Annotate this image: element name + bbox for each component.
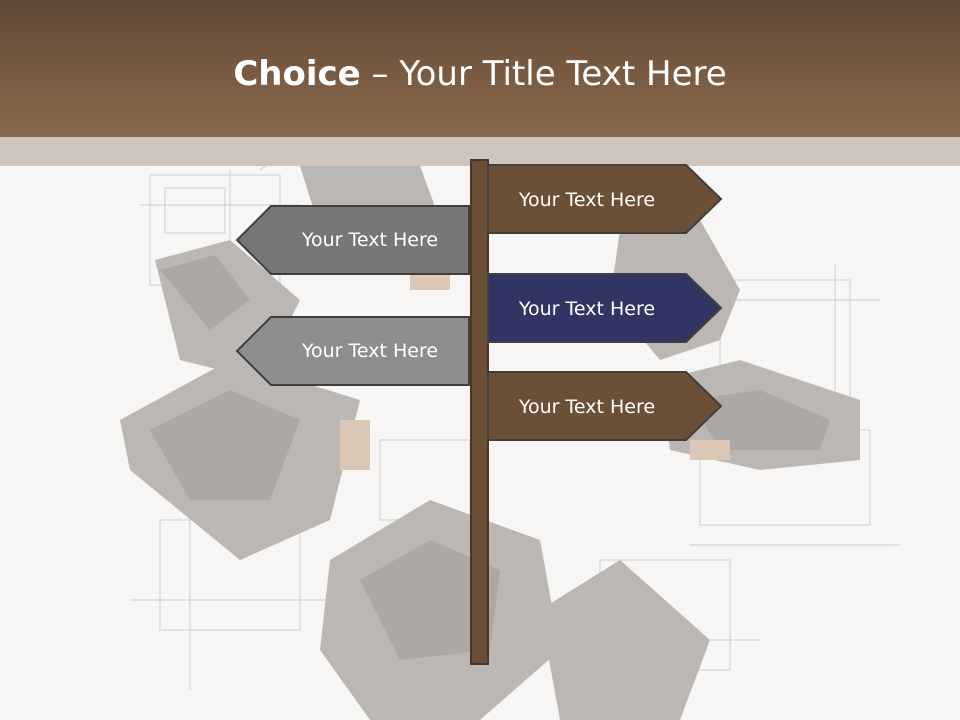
sign-arrow-1-label: Your Text Here: [518, 189, 655, 211]
sign-arrow-3[interactable]: Your Text Here: [487, 273, 723, 343]
sign-arrow-3-label: Your Text Here: [518, 298, 655, 320]
slide-title[interactable]: Choice – Your Title Text Here: [0, 52, 960, 96]
sign-arrow-2-label: Your Text Here: [301, 229, 438, 251]
signpost-pole: [470, 159, 489, 665]
sign-arrow-3-shape: [487, 273, 723, 343]
title-text: – Your Title Text Here: [360, 54, 727, 94]
sign-arrow-5[interactable]: Your Text Here: [487, 371, 723, 441]
sign-arrow-4-label: Your Text Here: [301, 340, 438, 362]
title-header-bar: [0, 0, 960, 137]
sign-arrow-1-shape: [487, 164, 723, 234]
sign-arrow-5-label: Your Text Here: [518, 396, 655, 418]
sign-arrow-1[interactable]: Your Text Here: [487, 164, 723, 234]
sign-arrow-2[interactable]: Your Text Here: [235, 205, 470, 275]
sign-arrow-4[interactable]: Your Text Here: [235, 316, 470, 386]
sign-arrow-5-shape: [487, 371, 723, 441]
sign-arrow-4-shape: [235, 316, 470, 386]
sign-arrow-2-shape: [235, 205, 470, 275]
blueprint-houses-background-image: [120, 166, 900, 720]
title-emphasis: Choice: [233, 54, 361, 94]
